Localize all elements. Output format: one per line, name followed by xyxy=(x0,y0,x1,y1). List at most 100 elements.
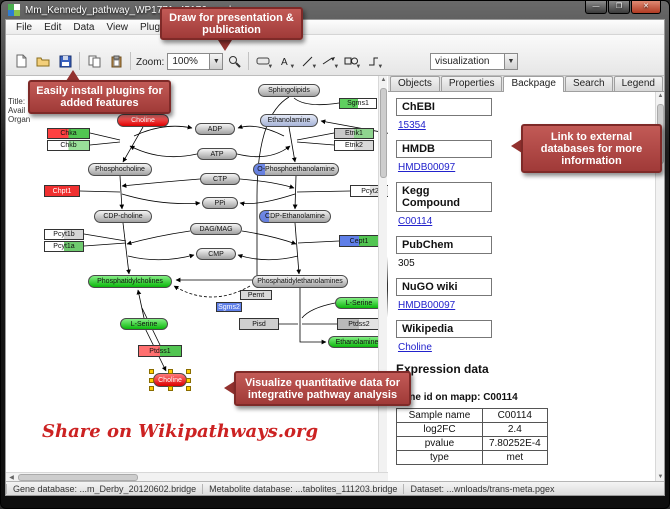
pathway-node-l-serine[interactable]: L-Serine xyxy=(120,318,168,330)
close-button[interactable]: ✕ xyxy=(631,1,661,14)
pathway-node-adp[interactable]: ADP xyxy=(195,123,235,135)
toolbar-tools-group: ▼A▼▼▼▼▼ xyxy=(252,51,384,71)
pathway-node-ctp[interactable]: CTP xyxy=(200,173,240,185)
pathway-node-phosphatidylcholines[interactable]: Phosphatidylcholines xyxy=(88,275,172,288)
selection-handle[interactable] xyxy=(149,377,154,383)
selection-handle[interactable] xyxy=(186,386,191,391)
tab-search[interactable]: Search xyxy=(564,76,613,91)
pathway-node-sgms1[interactable]: Sgms1 xyxy=(339,98,377,109)
pathway-node-phosphatidylethanolamines[interactable]: Phosphatidylethanolamines xyxy=(252,275,348,288)
scrollbar-thumb[interactable] xyxy=(379,88,387,178)
label-tool-button[interactable]: A▼ xyxy=(274,51,296,71)
tab-legend[interactable]: Legend xyxy=(613,76,663,91)
gene-id-line: Gene id on mapp: C00114 xyxy=(395,392,518,403)
pathway-node-pcyt1b[interactable]: Pcyt1b xyxy=(44,229,84,240)
chevron-down-icon[interactable]: ▼ xyxy=(209,54,223,69)
arrow-tool-button[interactable]: ▼ xyxy=(318,51,340,71)
menu-item-edit[interactable]: Edit xyxy=(44,21,62,33)
share-on-wikipathways-text: Share on Wikipathways.org xyxy=(42,421,319,442)
canvas-vertical-scrollbar[interactable]: ▲ ▼ xyxy=(377,76,387,481)
save-button[interactable] xyxy=(54,51,76,71)
table-cell: log2FC xyxy=(395,422,483,437)
external-database-link[interactable]: C00114 xyxy=(397,216,433,227)
pathway-node-etnk2[interactable]: Etnk2 xyxy=(334,140,374,151)
chevron-down-icon: ▼ xyxy=(267,64,274,70)
pathway-node-l-serine[interactable]: L-Serine xyxy=(335,297,383,309)
pathway-node-pemt[interactable]: Pemt xyxy=(240,290,272,300)
line-tool-button[interactable]: ▼ xyxy=(296,51,318,71)
pathway-node-pisd[interactable]: Pisd xyxy=(239,318,279,330)
external-database-link[interactable]: Choline xyxy=(397,342,432,353)
selection-handle[interactable] xyxy=(167,386,173,391)
open-button[interactable] xyxy=(32,51,54,71)
menu-item-data[interactable]: Data xyxy=(73,21,95,33)
pathway-node-o-phosphoethanolamine[interactable]: O-Phosphoethanolamine xyxy=(253,163,339,176)
scroll-up-icon[interactable]: ▲ xyxy=(657,93,664,99)
minimize-button[interactable]: — xyxy=(585,1,607,14)
pathway-node-chkb[interactable]: Chkb xyxy=(47,140,90,151)
shape-tool-button[interactable]: ▼ xyxy=(340,51,362,71)
tab-backpage[interactable]: Backpage xyxy=(503,76,564,92)
toolbar-separator xyxy=(130,52,131,70)
scroll-left-icon[interactable]: ◀ xyxy=(9,475,14,481)
callout-pointer-icon xyxy=(224,381,235,395)
chevron-down-icon[interactable]: ▼ xyxy=(504,54,517,69)
pathway-node-sgms2[interactable]: Sgms2 xyxy=(216,302,242,312)
datanode-tool-button[interactable]: ▼ xyxy=(252,51,274,71)
backpage-section-header: PubChem xyxy=(395,236,492,254)
status-bar: Gene database: ...m_Derby_20120602.bridg… xyxy=(6,481,664,495)
paste-button[interactable] xyxy=(105,51,127,71)
tab-objects[interactable]: Objects xyxy=(389,76,440,91)
scroll-up-icon[interactable]: ▲ xyxy=(380,77,387,83)
scroll-down-icon[interactable]: ▼ xyxy=(657,474,664,480)
selection-handle[interactable] xyxy=(149,369,154,374)
pathway-node-atp[interactable]: ATP xyxy=(197,148,237,160)
canvas-horizontal-scrollbar[interactable]: ◀ ▶ xyxy=(6,472,423,481)
pathway-node-ptdss1[interactable]: Ptdss1 xyxy=(138,345,182,357)
visualization-select[interactable]: visualization ▼ xyxy=(430,53,518,70)
title-bar[interactable]: Mm_Kennedy_pathway_WP1771_45176.gpml — ❐… xyxy=(1,1,669,19)
pathway-node-cdp-choline[interactable]: CDP-choline xyxy=(94,210,152,223)
pathway-node-cdp-ethanolamine[interactable]: CDP-Ethanolamine xyxy=(259,210,331,223)
pathway-node-ptdss2[interactable]: Ptdss2 xyxy=(337,318,381,330)
zoom-fit-button[interactable] xyxy=(223,51,245,71)
pathway-node-ethanolamine[interactable]: Ethanolamine xyxy=(260,114,318,127)
selection-handle[interactable] xyxy=(186,369,191,374)
selection-handle[interactable] xyxy=(149,386,154,391)
menu-item-file[interactable]: File xyxy=(16,21,33,33)
tab-properties[interactable]: Properties xyxy=(440,76,503,91)
pathway-node-chka[interactable]: Chka xyxy=(47,128,90,139)
selection-handle[interactable] xyxy=(167,369,173,374)
connector-tool-button[interactable]: ▼ xyxy=(362,51,384,71)
pathway-node-chpt1[interactable]: Chpt1 xyxy=(44,185,80,197)
zoom-select[interactable]: 100% ▼ xyxy=(167,53,224,70)
scrollbar-thumb[interactable] xyxy=(18,474,138,481)
pathway-node-pcyt1a[interactable]: Pcyt1a xyxy=(44,241,84,252)
pathway-node-ppi[interactable]: PPi xyxy=(202,197,238,209)
pathway-node-phosphocholine[interactable]: Phosphocholine xyxy=(88,163,152,176)
external-database-link[interactable]: HMDB00097 xyxy=(397,300,456,311)
external-database-link[interactable]: HMDB00097 xyxy=(397,162,456,173)
toolbar: Zoom: 100% ▼ ▼A▼▼▼▼▼ visualization ▼ xyxy=(6,35,664,76)
database-id-value: 305 xyxy=(397,258,415,269)
copy-button[interactable] xyxy=(83,51,105,71)
new-file-button[interactable] xyxy=(10,51,32,71)
pathway-node-dag-mag[interactable]: DAG/MAG xyxy=(190,223,242,235)
pathway-node-cept1[interactable]: Cept1 xyxy=(339,235,379,247)
backpage-section-header: ChEBI xyxy=(395,98,492,116)
pathway-node-cmp[interactable]: CMP xyxy=(196,248,236,260)
menu-item-view[interactable]: View xyxy=(106,21,128,33)
menu-item-plugins[interactable]: Plugins xyxy=(139,21,173,33)
backpage-section-header: NuGO wiki xyxy=(395,278,492,296)
maximize-button[interactable]: ❐ xyxy=(608,1,630,14)
pathway-node-etnk1[interactable]: Etnk1 xyxy=(334,128,374,139)
selection-handle[interactable] xyxy=(186,377,191,383)
pathway-node-choline[interactable]: Choline xyxy=(153,373,187,387)
pathway-availability-label: Avail xyxy=(8,106,26,115)
pathway-node-sphingolipids[interactable]: Sphingolipids xyxy=(258,84,320,97)
pathway-node-choline[interactable]: Choline xyxy=(117,114,169,127)
external-database-link[interactable]: 15354 xyxy=(397,120,426,131)
